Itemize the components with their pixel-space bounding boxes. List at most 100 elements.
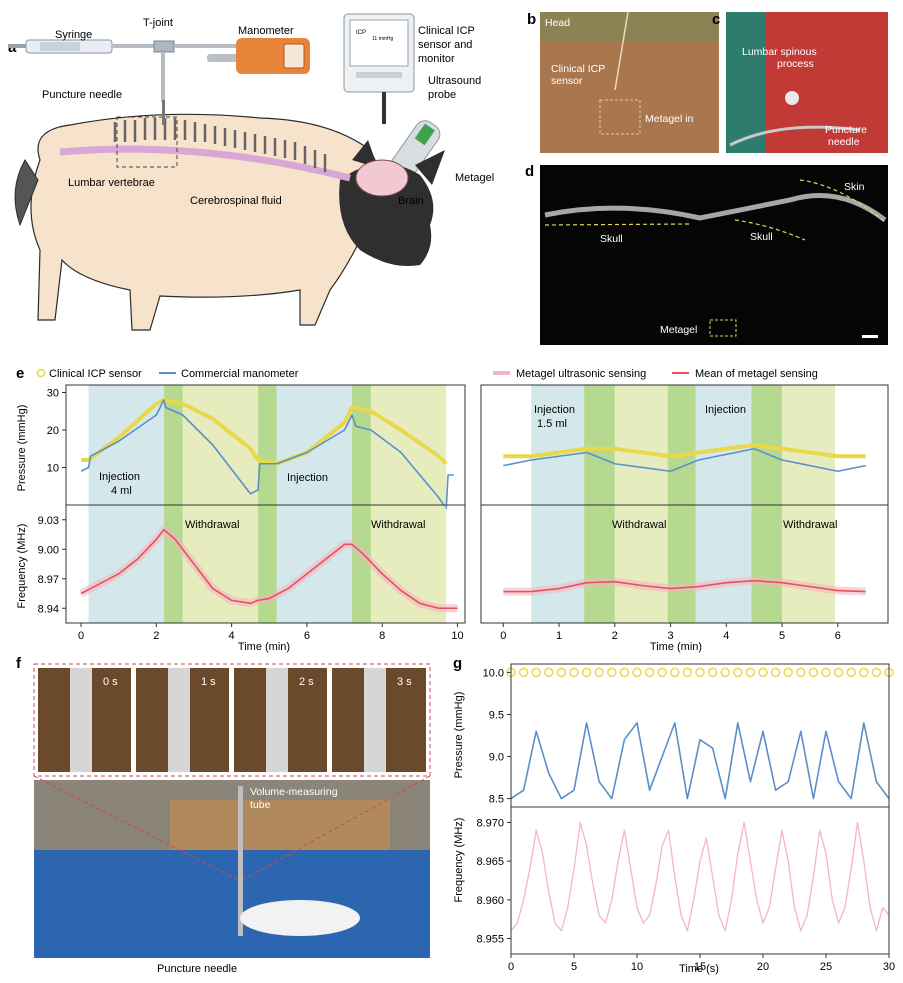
phase-band-hold xyxy=(667,385,696,505)
label-head: Head xyxy=(545,17,570,29)
x-tick-label: 30 xyxy=(883,961,895,973)
phase-band-withdrawal xyxy=(614,385,668,505)
e-ylabel-bottom: Frequency (MHz) xyxy=(16,524,28,609)
data-point xyxy=(833,667,844,678)
panel-d: d Skin Skull Skull Metagel xyxy=(525,163,888,345)
label-brain: Brain xyxy=(398,195,424,207)
x-tick-label: 10 xyxy=(451,630,463,642)
label-icp-monitor-1: Clinical ICP xyxy=(418,25,475,37)
label-spinous-2: process xyxy=(777,58,814,70)
panel-b: b Head Clinical ICP sensor Metagel in xyxy=(527,11,719,153)
e-ylabel-top: Pressure (mmHg) xyxy=(16,405,28,492)
label-tjoint: T-joint xyxy=(143,17,173,29)
plot-frame xyxy=(510,806,890,955)
data-point xyxy=(518,667,529,678)
y-tick-label: 10 xyxy=(47,463,59,475)
syringe-illustration xyxy=(8,39,154,54)
label-metagel-in: Metagel in xyxy=(645,113,694,125)
y-tick-label: 8.955 xyxy=(476,934,504,946)
x-tick-label: 6 xyxy=(304,630,310,642)
data-point xyxy=(644,667,655,678)
data-point xyxy=(783,667,793,678)
panel-b-letter: b xyxy=(527,11,536,28)
data-point xyxy=(556,667,567,678)
monitor-screen-title: ICP xyxy=(356,30,366,36)
label-metagel: Metagel xyxy=(455,172,494,184)
label-icp-monitor-2: sensor and xyxy=(418,39,472,51)
data-point xyxy=(670,667,680,678)
x-tick-label: 2 xyxy=(153,630,159,642)
x-tick-label: 6 xyxy=(835,630,841,642)
data-point xyxy=(733,667,743,678)
y-tick-label: 9.03 xyxy=(38,515,59,527)
data-point xyxy=(808,667,819,678)
y-tick-label: 8.94 xyxy=(38,603,59,615)
annot-inj-right-2: 1.5 ml xyxy=(537,418,567,430)
y-tick-label: 9.0 xyxy=(489,752,504,764)
data-point xyxy=(657,667,667,678)
x-tick-label: 0 xyxy=(78,630,84,642)
data-point xyxy=(581,667,592,678)
data-point xyxy=(859,667,869,678)
label-skull-left: Skull xyxy=(600,233,623,245)
data-point xyxy=(544,667,554,678)
series-line-0 xyxy=(510,821,890,932)
data-point xyxy=(821,667,831,678)
panel-g: g Pressure (mmHg) Frequency (MHz) Time (… xyxy=(453,655,895,975)
phase-band-injection xyxy=(695,505,752,623)
panel-a: a Syringe T-joint Manometer ICP 11 mmHg xyxy=(8,13,494,331)
panel-g-letter: g xyxy=(453,655,462,672)
annot-inj-right-second: Injection xyxy=(705,404,746,416)
data-point xyxy=(745,667,756,678)
series-line-1 xyxy=(503,447,866,473)
y-tick-label: 20 xyxy=(47,425,59,437)
label-manometer: Manometer xyxy=(238,25,294,37)
frame-3-label: 3 s xyxy=(397,676,412,688)
data-point xyxy=(846,667,856,678)
data-point xyxy=(607,667,617,678)
g-ylabel-bottom: Frequency (MHz) xyxy=(453,818,465,903)
ultrasound-image xyxy=(540,165,888,345)
legend-clinical: Clinical ICP sensor xyxy=(49,368,142,380)
label-spinous-1: Lumbar spinous xyxy=(742,46,817,58)
data-point xyxy=(682,667,693,678)
phase-band-injection xyxy=(88,385,164,505)
label-tube-2: tube xyxy=(250,799,271,811)
annot-inj-right-1: Injection xyxy=(534,404,575,416)
phase-band-injection xyxy=(531,385,585,505)
legend-e: Clinical ICP sensor Commercial manometer… xyxy=(36,368,818,380)
panel-c: c Lumbar spinous process Puncture needle xyxy=(712,11,888,153)
label-csf: Cerebrospinal fluid xyxy=(190,195,282,207)
frame-0-label: 0 s xyxy=(103,676,118,688)
data-point xyxy=(632,667,642,678)
panel-e: e Clinical ICP sensor Commercial manomet… xyxy=(16,365,889,653)
x-tick-label: 5 xyxy=(571,961,577,973)
data-point xyxy=(707,667,718,678)
phase-band-hold xyxy=(584,385,615,505)
label-puncture-needle: Puncture needle xyxy=(42,89,122,101)
phase-band-hold xyxy=(163,505,183,623)
phase-band-withdrawal xyxy=(370,385,447,505)
phase-band-hold xyxy=(352,505,371,623)
panel-f: f 0 s 1 s 2 s 3 s Volume-measuring tube … xyxy=(16,655,431,975)
annot-wd-left-1: Withdrawal xyxy=(185,519,239,531)
annot-inj-left-2: 4 ml xyxy=(111,485,132,497)
data-point xyxy=(695,667,705,678)
data-point xyxy=(531,667,541,678)
panel-c-letter: c xyxy=(712,11,720,28)
panel-e-letter: e xyxy=(16,365,24,382)
x-tick-label: 8 xyxy=(379,630,385,642)
label-ultrasound-1: Ultrasound xyxy=(428,75,481,87)
data-point xyxy=(796,667,806,678)
legend-metagel: Metagel ultrasonic sensing xyxy=(516,368,646,380)
x-tick-label: 25 xyxy=(820,961,832,973)
pig-illustration xyxy=(14,100,445,331)
data-point xyxy=(569,667,579,678)
x-tick-label: 4 xyxy=(229,630,235,642)
x-tick-label: 4 xyxy=(723,630,729,642)
series-line-0 xyxy=(80,528,458,610)
x-tick-label: 15 xyxy=(694,961,706,973)
phase-band-hold xyxy=(257,385,277,505)
